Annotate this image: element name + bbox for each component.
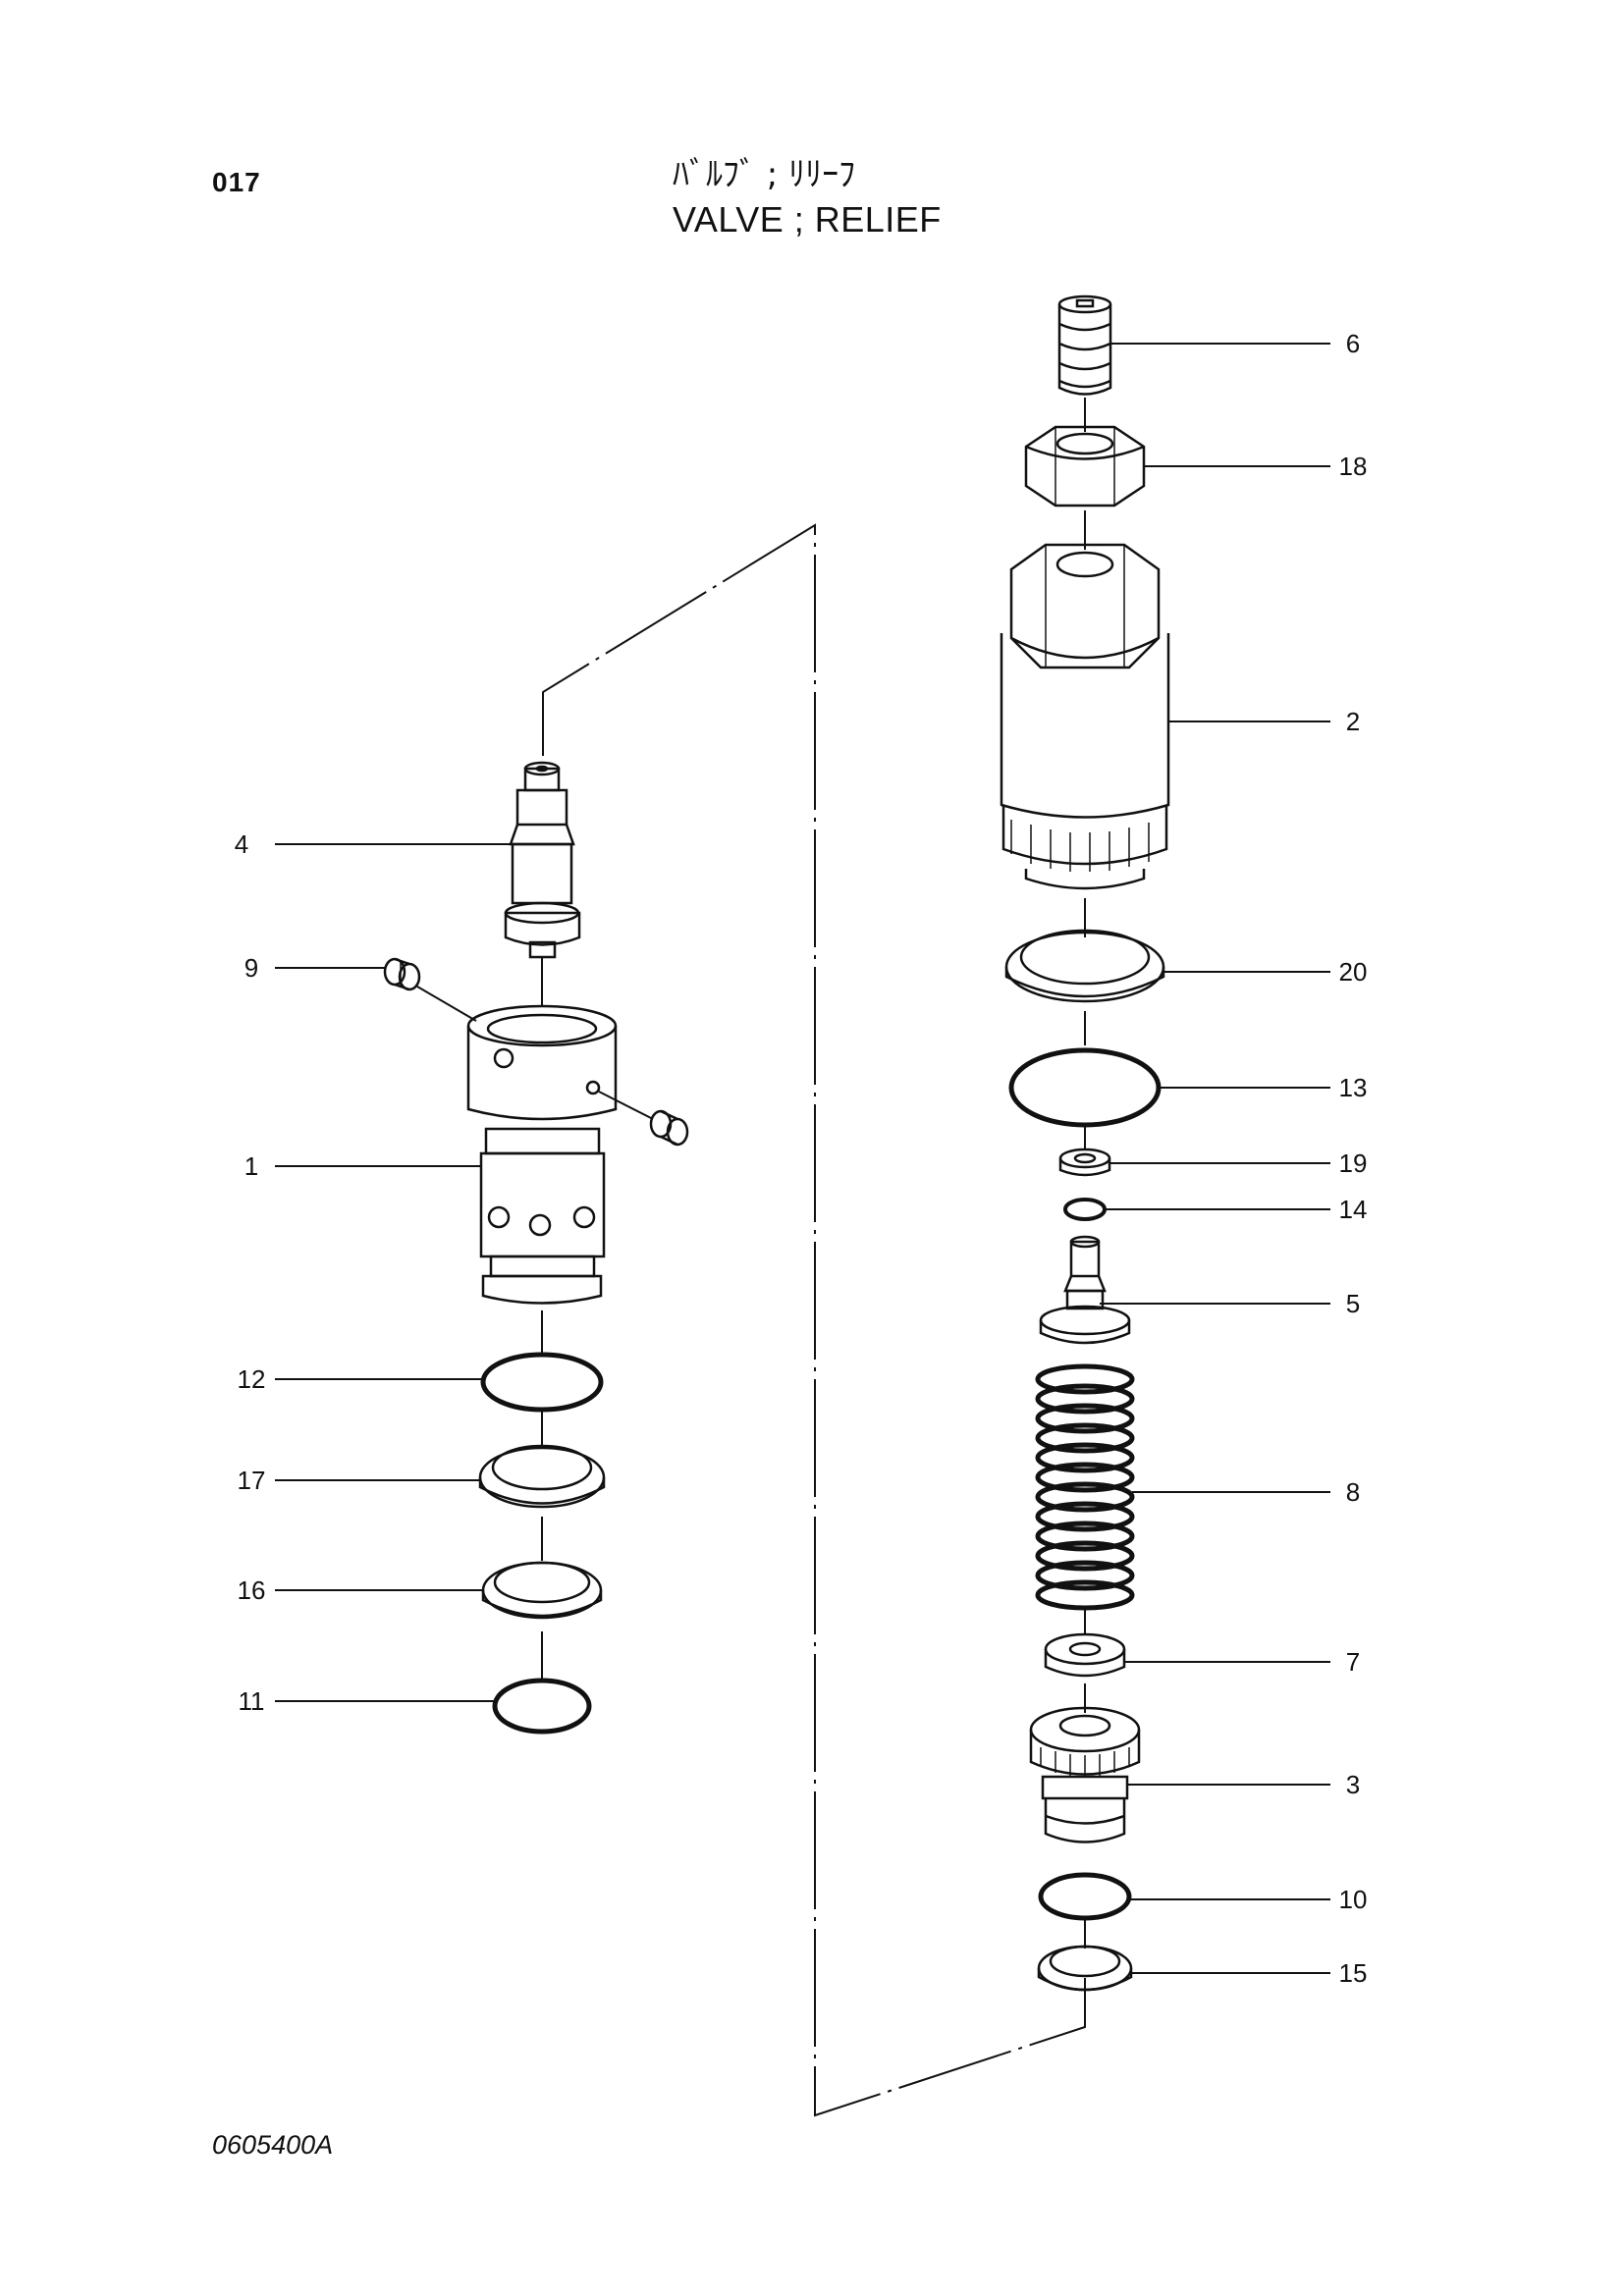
callout-11: 11 [239, 1686, 265, 1716]
leader-lines [275, 343, 1330, 1974]
callout-16: 16 [238, 1575, 266, 1605]
callout-5: 5 [1346, 1289, 1360, 1318]
drawing-code: 0605400A [212, 2130, 334, 2160]
part-16-backup-ring [481, 1561, 603, 1620]
assembly-connection-line [542, 523, 1086, 2117]
part-12-o-ring [480, 1352, 604, 1413]
part-14-o-ring [1063, 1198, 1107, 1221]
callout-8: 8 [1346, 1477, 1360, 1507]
callout-15: 15 [1339, 1958, 1368, 1988]
callout-20: 20 [1339, 957, 1368, 987]
callout-7: 7 [1346, 1647, 1360, 1677]
callout-17: 17 [238, 1466, 266, 1495]
part-8-spring [1035, 1363, 1135, 1611]
title-english: VALVE ; RELIEF [673, 199, 942, 240]
part-9-set-screw-b [649, 1109, 689, 1147]
part-17-backup-ring [478, 1444, 606, 1509]
callout-12: 12 [238, 1364, 266, 1394]
callout-6: 6 [1346, 329, 1360, 358]
callout-19: 19 [1339, 1148, 1368, 1178]
callout-9: 9 [244, 953, 258, 983]
callouts-right: 6 18 2 20 13 19 14 5 8 7 3 10 15 [1339, 329, 1368, 1988]
callout-3: 3 [1346, 1770, 1360, 1799]
part-4-stem [504, 761, 581, 959]
part-2-cap [1000, 543, 1170, 890]
part-10-o-ring [1038, 1872, 1132, 1921]
part-13-o-ring [1008, 1047, 1162, 1128]
callout-13: 13 [1339, 1073, 1368, 1102]
callout-14: 14 [1339, 1195, 1368, 1224]
callout-10: 10 [1339, 1885, 1368, 1914]
page-number: 017 [212, 167, 261, 197]
part-15-backup-ring [1037, 1945, 1133, 1992]
part-5-poppet [1039, 1235, 1131, 1345]
callout-2: 2 [1346, 707, 1360, 736]
part-19-ring [1058, 1148, 1111, 1177]
part-1-valve-body [466, 1004, 618, 1305]
part-11-o-ring [492, 1678, 592, 1735]
callout-4: 4 [235, 829, 248, 859]
part-9-set-screw [383, 957, 421, 991]
part-7-spring-seat [1044, 1632, 1126, 1678]
part-3-plug [1029, 1706, 1141, 1843]
callouts-left: 4 9 1 12 17 16 11 [235, 829, 266, 1716]
callout-1: 1 [244, 1151, 258, 1181]
callout-18: 18 [1339, 452, 1368, 481]
title-japanese: ﾊﾞﾙﾌﾞ ; ﾘﾘｰﾌ [673, 155, 856, 194]
part-6-adjusting-screw [1057, 294, 1112, 396]
screw-axis-line-9 [416, 986, 477, 1022]
part-18-lock-nut [1024, 425, 1146, 507]
part-20-backup-ring [1004, 929, 1165, 1003]
screw-axis-line-9b [598, 1091, 654, 1120]
